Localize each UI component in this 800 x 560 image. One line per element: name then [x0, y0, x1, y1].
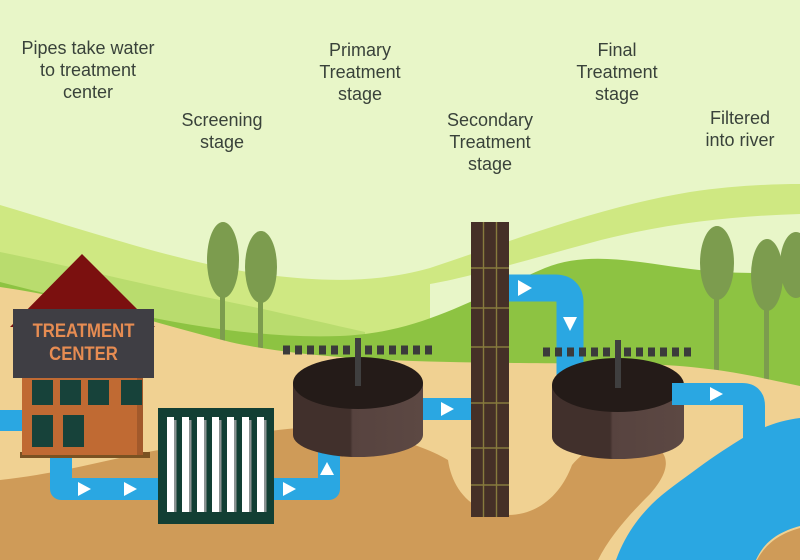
- hill-lime-right: [430, 184, 800, 284]
- flow-arrow-down-icon: [563, 317, 577, 331]
- flow-arrow-right-icon: [78, 482, 91, 496]
- tree: [245, 231, 277, 303]
- treatment-center-sign: TREATMENT CENTER: [21, 309, 145, 378]
- tree-trunk: [258, 298, 263, 348]
- label-secondary-stage: Secondary Treatment stage: [446, 110, 534, 174]
- ground-sand-dark-corner: [757, 528, 800, 560]
- building-windows: [32, 380, 142, 447]
- tower-body: [471, 222, 509, 517]
- sign-line-1: TREATMENT: [32, 321, 135, 343]
- river: [616, 418, 800, 560]
- tree: [780, 232, 800, 298]
- tree: [207, 222, 239, 298]
- tree-trunk: [220, 290, 225, 345]
- final-tank: [543, 340, 693, 459]
- outflow-pipe: [672, 383, 765, 442]
- label-pipes-to-center: Pipes take water to treatment center: [21, 38, 155, 102]
- tank-pole: [615, 340, 621, 388]
- screening-grate: [158, 408, 274, 524]
- building-roof: [10, 254, 155, 327]
- sign-line-2: CENTER: [49, 343, 118, 365]
- flow-arrow-up-icon: [320, 462, 334, 475]
- label-filtered-river: Filtered into river: [705, 108, 775, 150]
- flow-arrow-right-icon: [124, 482, 137, 496]
- tree-group-left: [207, 222, 277, 348]
- building-sign: [13, 309, 154, 378]
- flow-arrow-right-icon: [283, 482, 296, 496]
- label-screening-stage: Screening stage: [181, 110, 263, 152]
- tank-pole: [355, 338, 361, 386]
- primary-tank: [283, 338, 434, 457]
- tree: [700, 226, 734, 300]
- treatment-center-building: [10, 254, 155, 458]
- flow-arrow-right-icon: [710, 387, 723, 401]
- grate-bars: [167, 417, 267, 512]
- secondary-tower: [471, 222, 509, 517]
- tree-trunk: [714, 292, 719, 400]
- flow-arrow-right-icon: [518, 280, 532, 296]
- label-final-stage: Final Treatment stage: [576, 40, 658, 104]
- tree-trunk: [764, 300, 769, 410]
- secondary-exit-pipe: [509, 274, 584, 388]
- tower-grid: [471, 222, 509, 517]
- tree-group-right: [700, 226, 800, 410]
- tree: [751, 239, 783, 311]
- inlet-pipe: [0, 410, 23, 431]
- flow-arrows: [78, 280, 723, 496]
- label-primary-stage: Primary Treatment stage: [319, 40, 401, 104]
- flow-arrow-right-icon: [441, 402, 454, 416]
